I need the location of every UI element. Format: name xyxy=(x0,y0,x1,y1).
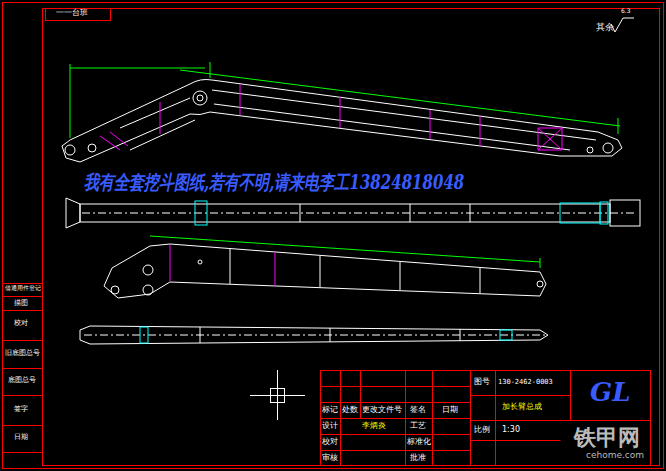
table-cell: 标记 xyxy=(322,406,338,415)
table-cell: 日期 xyxy=(14,434,28,442)
inner-frame xyxy=(43,9,660,466)
part-name: 加长臂总成 xyxy=(502,403,542,412)
arm-dimension-lines xyxy=(150,236,540,268)
table-cell: 设计 xyxy=(322,422,338,431)
arm-section-lines xyxy=(170,245,275,286)
company-logo: GL xyxy=(590,378,631,407)
arm-elevation xyxy=(104,244,546,298)
table-cell: 审核 xyxy=(322,454,338,463)
site-watermark: 铁甲网 xyxy=(574,426,640,450)
tag-box xyxy=(46,9,111,21)
table-cell: 李炳炎 xyxy=(362,422,386,431)
site-watermark: cehome.com xyxy=(586,451,644,461)
note-text: 其余 xyxy=(596,23,614,33)
scale-value: 1:30 xyxy=(502,426,520,435)
title-block xyxy=(321,371,651,466)
table-cell: 借通用件登记 xyxy=(5,285,41,292)
table-cell: 旧底图总号 xyxy=(5,350,40,358)
boom-plan-view xyxy=(66,198,640,228)
crosshair xyxy=(250,370,305,420)
roughness-symbol xyxy=(611,18,634,32)
table-cell: 签名 xyxy=(410,406,426,415)
table-cell: 描图 xyxy=(14,300,28,308)
table-cell: 比例 xyxy=(474,426,490,435)
table-cell: 批准 xyxy=(410,454,426,463)
outer-frame xyxy=(3,3,664,469)
table-cell: 图号 xyxy=(474,378,490,387)
table-cell: 校对 xyxy=(14,320,28,328)
dimension-lines xyxy=(70,62,620,138)
table-cell: 处数 xyxy=(342,406,358,415)
arm-plan-parts xyxy=(140,327,512,343)
table-cell: 签字 xyxy=(14,406,28,414)
section-lines xyxy=(100,84,562,150)
boom-elevation xyxy=(62,80,622,163)
table-cell: 底图总号 xyxy=(8,377,36,385)
table-cell: 标准化 xyxy=(407,438,431,447)
roughness-value: 6.3 xyxy=(621,8,631,15)
watermark-text: 我有全套挖斗图纸,若有不明,请来电李工13824818048 xyxy=(84,172,464,193)
sheet-tag: 一一台班 xyxy=(56,9,88,18)
table-cell: 校对 xyxy=(322,438,338,447)
table-cell: 更改文件号 xyxy=(362,406,402,415)
table-cell: 日期 xyxy=(442,406,458,415)
side-table xyxy=(3,284,43,453)
plan-parts xyxy=(195,201,608,225)
arm-plan-view xyxy=(80,326,548,344)
table-cell: 工艺 xyxy=(410,422,426,431)
drawing-number: 130-2462-0003 xyxy=(498,379,553,387)
